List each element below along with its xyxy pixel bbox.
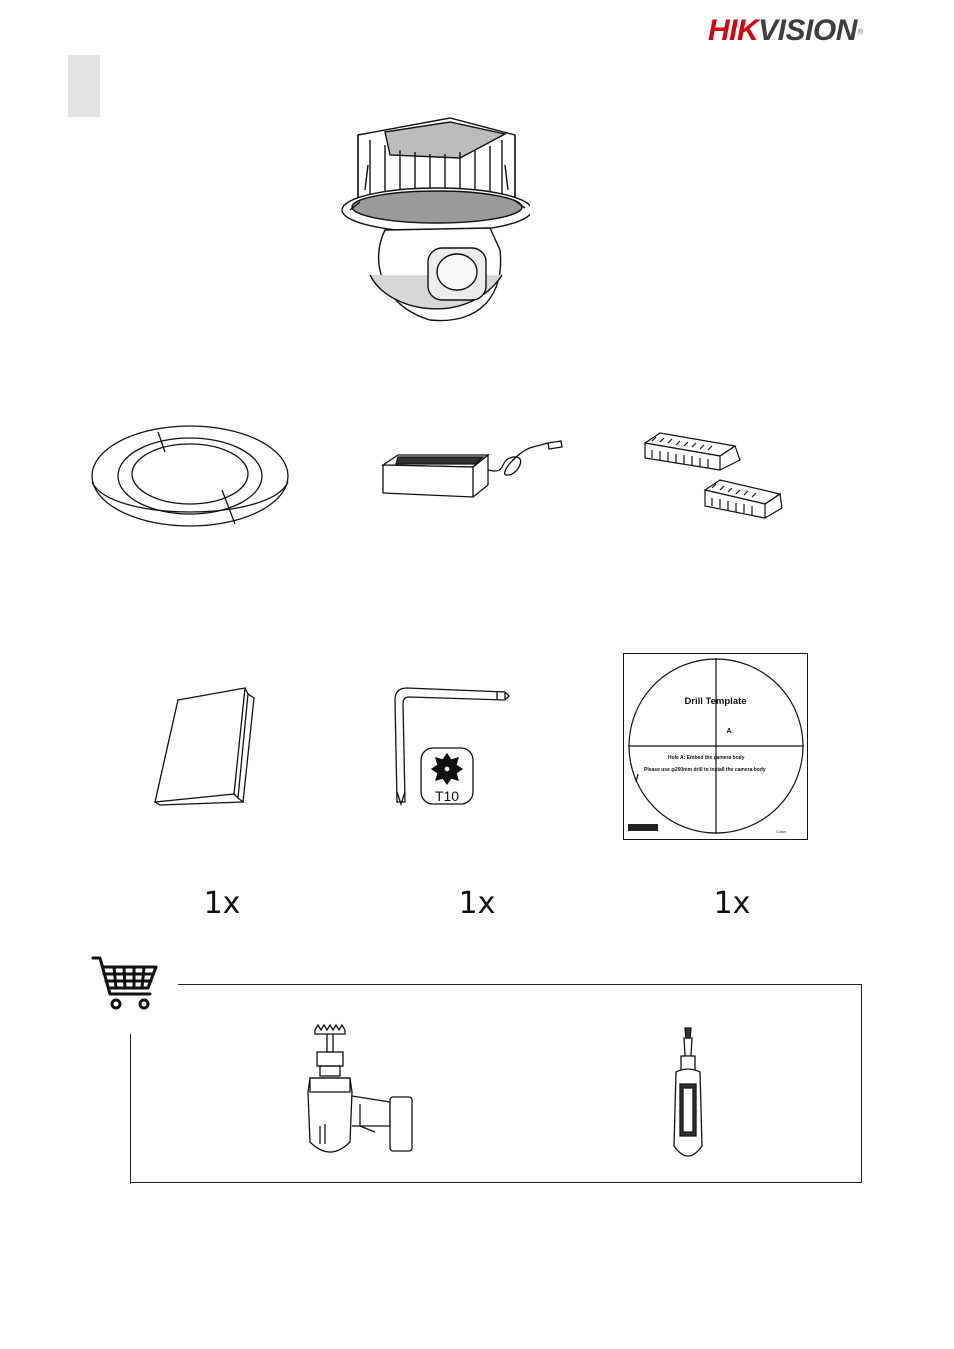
drill-template-hole-letter: A xyxy=(726,728,732,735)
drill-illustration xyxy=(307,1023,413,1153)
drill-template-code: Code: xyxy=(776,829,787,834)
tools-frame xyxy=(130,984,862,1183)
screwdriver-illustration xyxy=(673,1027,703,1157)
torx-key-illustration: T10 xyxy=(394,687,510,807)
power-adapter-illustration xyxy=(380,440,563,498)
drill-template-line2: Please use φ200mm drill to install the c… xyxy=(644,767,766,773)
section-tab-marker xyxy=(68,55,100,117)
drill-template-title: Drill Template xyxy=(684,696,747,707)
shopping-cart-icon xyxy=(91,956,158,1010)
hikvision-logo: HIKVISION® xyxy=(708,14,863,47)
trim-ring-illustration xyxy=(91,425,289,527)
camera-illustration xyxy=(341,117,530,322)
tools-frame-left xyxy=(130,1034,131,1184)
manual-booklet-illustration xyxy=(154,687,255,806)
tools-frame-top xyxy=(178,984,862,985)
torx-size-label: T10 xyxy=(435,788,459,804)
drill-template-line1: Hole A: Embed the camera body xyxy=(668,755,745,761)
quantity-label: 1x xyxy=(713,886,751,921)
quantity-label: 1x xyxy=(458,886,496,921)
terminal-blocks-illustration xyxy=(643,432,783,519)
quantity-label: 1x xyxy=(203,886,241,921)
drill-template-sheet: Drill Template A Hole A: Embed the camer… xyxy=(623,653,808,840)
drill-template-graphic xyxy=(628,658,804,834)
